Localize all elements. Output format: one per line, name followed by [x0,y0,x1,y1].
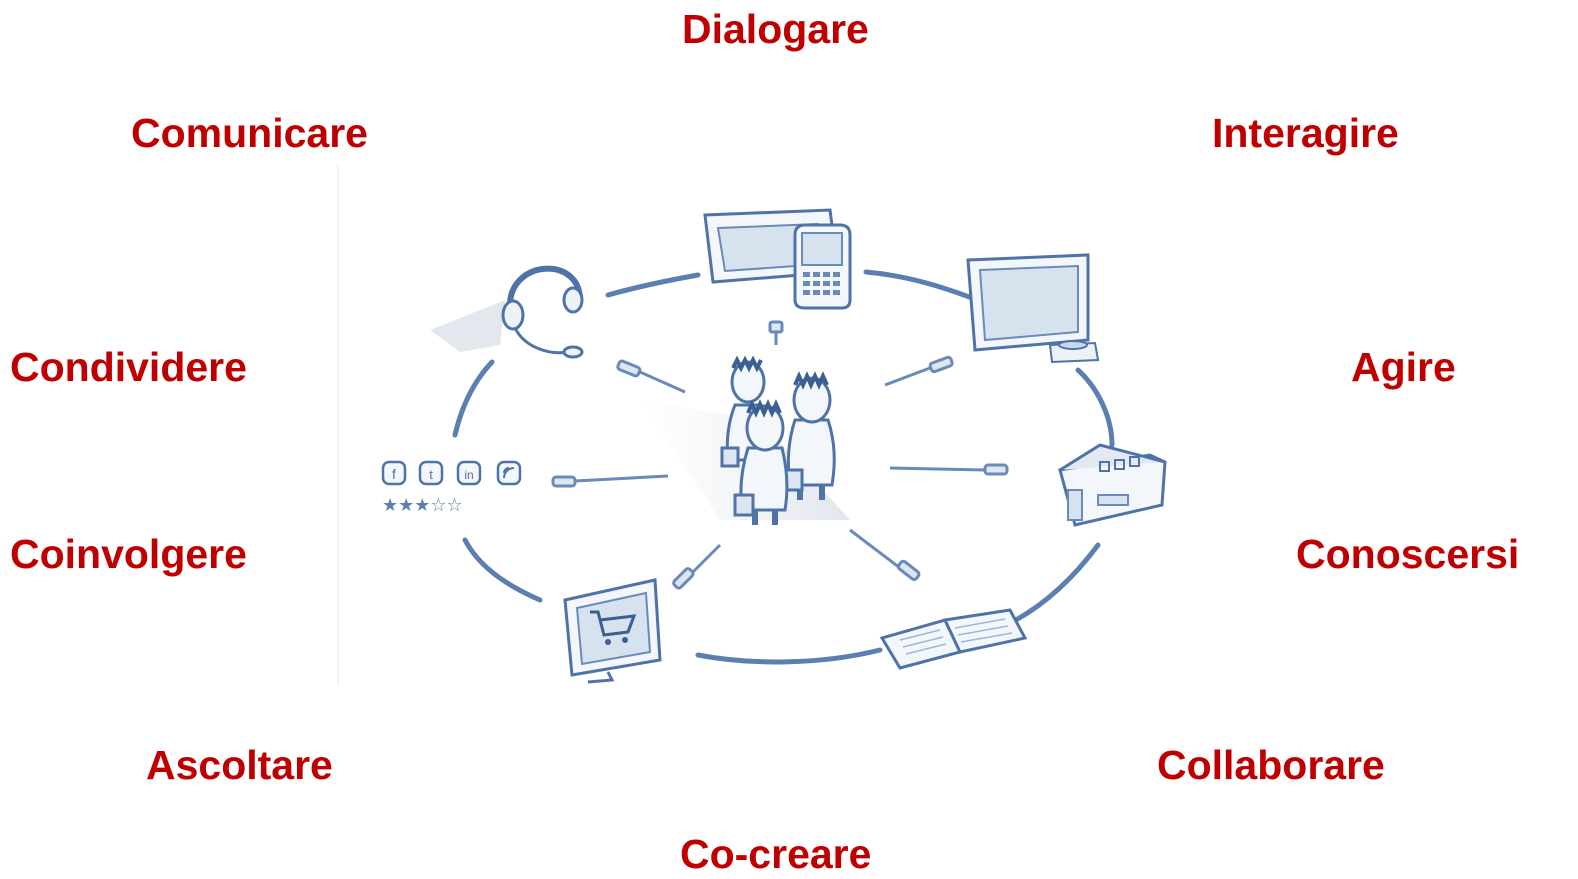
svg-text:in: in [464,468,473,482]
headset-icon [430,265,584,359]
people-group-icon [640,355,850,525]
keyword-ascoltare: Ascoltare [146,742,333,788]
social-media-icon: f t in [381,460,522,486]
svg-text:f: f [392,466,396,482]
keyword-interagire: Interagire [1212,110,1399,156]
keyword-dialogare: Dialogare [682,6,869,52]
smartphone-icon [793,223,852,310]
keyword-collaborare: Collaborare [1157,742,1385,788]
open-book-icon [879,608,1028,670]
keyword-condividere: Condividere [10,344,247,390]
keyword-conoscersi: Conoscersi [1296,531,1520,577]
keyword-coinvolgere: Coinvolgere [10,531,247,577]
rating-stars: ★★★☆☆ [382,495,463,516]
shopping-cart-monitor-icon [563,578,662,684]
keyword-cocreare: Co-creare [680,831,872,877]
tv-monitor-icon [966,253,1100,364]
keyword-comunicare: Comunicare [131,110,368,156]
svg-text:t: t [429,467,433,482]
connector-cables [551,320,1009,590]
keyword-agire: Agire [1351,344,1456,390]
store-icon [1058,443,1167,527]
